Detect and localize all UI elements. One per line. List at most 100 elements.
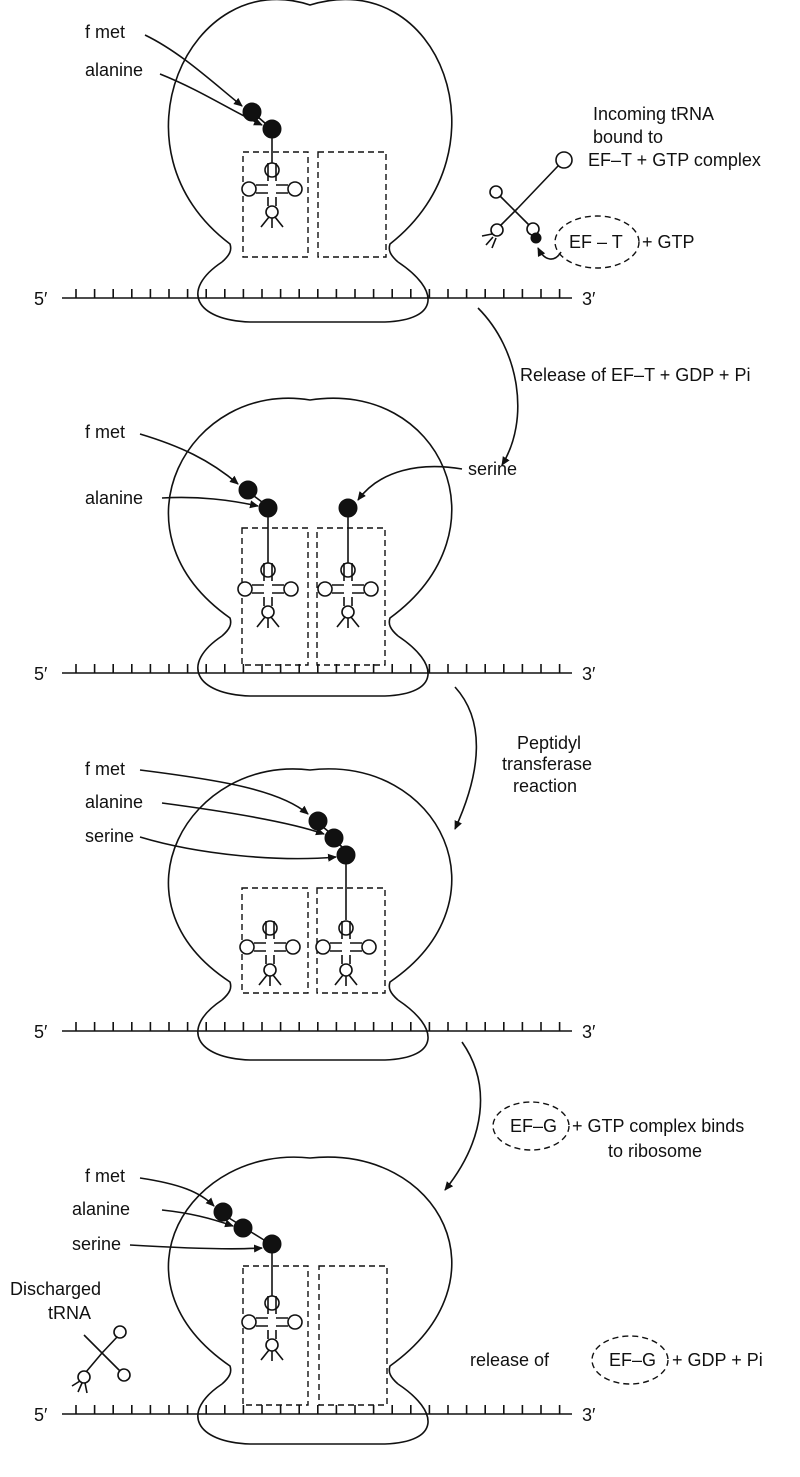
a-site-box <box>316 887 386 994</box>
serine-residue <box>336 845 356 865</box>
a-site-box <box>316 527 386 666</box>
mrna-codon-ticks <box>75 664 561 673</box>
efg-binds-label-2: to ribosome <box>608 1141 702 1161</box>
peptidyl-trna <box>237 562 299 629</box>
serine-label: serine <box>85 826 134 846</box>
deacylated-trna <box>239 920 301 987</box>
alanine-label: alanine <box>72 1199 130 1219</box>
mrna-codon-ticks <box>75 289 561 298</box>
anticodon <box>71 1380 88 1394</box>
trna-arm <box>101 1352 121 1372</box>
alanine-label: alanine <box>85 488 143 508</box>
serine-pointer <box>357 465 463 501</box>
aminoacyl-trna <box>317 562 379 629</box>
peptide-bond <box>250 1231 265 1241</box>
trna-loop <box>489 185 503 199</box>
alanine-residue <box>262 119 282 139</box>
fmet-pointer <box>139 769 309 815</box>
fmet-residue <box>213 1202 233 1222</box>
plus-gtp-label: + GTP <box>642 232 695 252</box>
trna-arm <box>101 1335 119 1354</box>
small-subunit <box>197 635 429 697</box>
ef-t-binding-arrow <box>537 247 562 260</box>
large-subunit <box>167 0 453 263</box>
large-subunit <box>167 768 453 1001</box>
mrna-codon-ticks <box>75 1405 561 1414</box>
trna-stem <box>83 1334 103 1354</box>
three-prime-label: 3′ <box>582 664 596 684</box>
a-site-box <box>317 151 387 258</box>
discharged-label-2: tRNA <box>48 1303 91 1323</box>
p-site-box <box>242 1265 309 1406</box>
a-site-box <box>318 1265 388 1406</box>
alanine-label: alanine <box>85 792 143 812</box>
incoming-trna-label-1: Incoming tRNA <box>593 104 714 124</box>
panel-3: 5′ 3′ f met alanine serine <box>34 759 596 1061</box>
anticodon <box>481 233 497 249</box>
peptidyl-label-3: reaction <box>513 776 577 796</box>
peptide-bond <box>228 1217 238 1224</box>
peptidyl-trna <box>241 162 303 229</box>
alanine-pointer <box>161 496 259 509</box>
fmet-residue <box>238 480 258 500</box>
serine-pointer <box>129 1244 263 1253</box>
discharged-label-1: Discharged <box>10 1279 101 1299</box>
panel-1: 5′ 3′ f met alanine Incoming tRNA bound … <box>34 0 761 323</box>
incoming-trna-arm <box>499 207 519 227</box>
alanine-residue <box>324 828 344 848</box>
fmet-residue <box>242 102 262 122</box>
alanine-pointer <box>161 1209 234 1228</box>
fmet-pointer <box>139 1177 215 1207</box>
gtp-marker <box>530 232 542 244</box>
discharged-trna <box>71 1325 131 1394</box>
alanine-residue <box>258 498 278 518</box>
five-prime-label: 5′ <box>34 1022 48 1042</box>
serine-residue <box>262 1234 282 1254</box>
three-prime-label: 3′ <box>582 289 596 309</box>
five-prime-label: 5′ <box>34 289 48 309</box>
p-site-box <box>241 527 309 666</box>
large-subunit <box>167 397 453 637</box>
p-site-box <box>242 151 309 258</box>
ef-g-label: EF–G <box>510 1116 557 1136</box>
alanine-pointer <box>159 73 263 126</box>
three-prime-label: 3′ <box>582 1022 596 1042</box>
anticodon-loop <box>77 1370 91 1384</box>
five-prime-label: 5′ <box>34 1405 48 1425</box>
panel-4: 5′ 3′ f met alanine serine Discharged tR… <box>10 1156 763 1445</box>
small-subunit <box>197 999 429 1061</box>
fmet-label: f met <box>85 22 125 42</box>
fmet-label: f met <box>85 1166 125 1186</box>
small-subunit <box>197 1383 429 1445</box>
three-prime-label: 3′ <box>582 1405 596 1425</box>
incoming-trna-stem <box>517 165 559 209</box>
anticodon-loop <box>490 223 504 237</box>
peptidyl-trna <box>241 1295 303 1362</box>
peptidyl-label-2: transferase <box>502 754 592 774</box>
ef-t-ellipse <box>554 215 640 269</box>
serine-residue <box>338 498 358 518</box>
step-arrow-2 <box>454 686 478 830</box>
release-eft-label: Release of EF–T + GDP + Pi <box>520 365 750 385</box>
peptide-bond <box>253 495 263 503</box>
peptidyl-label-1: Peptidyl <box>517 733 581 753</box>
ef-g-label: EF–G <box>609 1350 656 1370</box>
ef-t-label: EF – T <box>569 232 623 252</box>
trna-loop <box>113 1325 127 1339</box>
efg-binds-label-1: + GTP complex binds <box>572 1116 744 1136</box>
serine-pointer <box>139 836 337 862</box>
peptidyl-trna <box>315 920 377 987</box>
fmet-label: f met <box>85 422 125 442</box>
large-subunit <box>167 1156 453 1385</box>
trna-arm <box>85 1352 103 1373</box>
alanine-residue <box>233 1218 253 1238</box>
small-subunit <box>197 261 429 323</box>
mrna-codon-ticks <box>75 1022 561 1031</box>
five-prime-label: 5′ <box>34 664 48 684</box>
incoming-trna-label-2: bound to <box>593 127 663 147</box>
incoming-trna-label-3: EF–T + GTP complex <box>588 150 761 170</box>
step-arrow-3 <box>444 1041 482 1191</box>
fmet-label: f met <box>85 759 125 779</box>
alanine-label: alanine <box>85 60 143 80</box>
